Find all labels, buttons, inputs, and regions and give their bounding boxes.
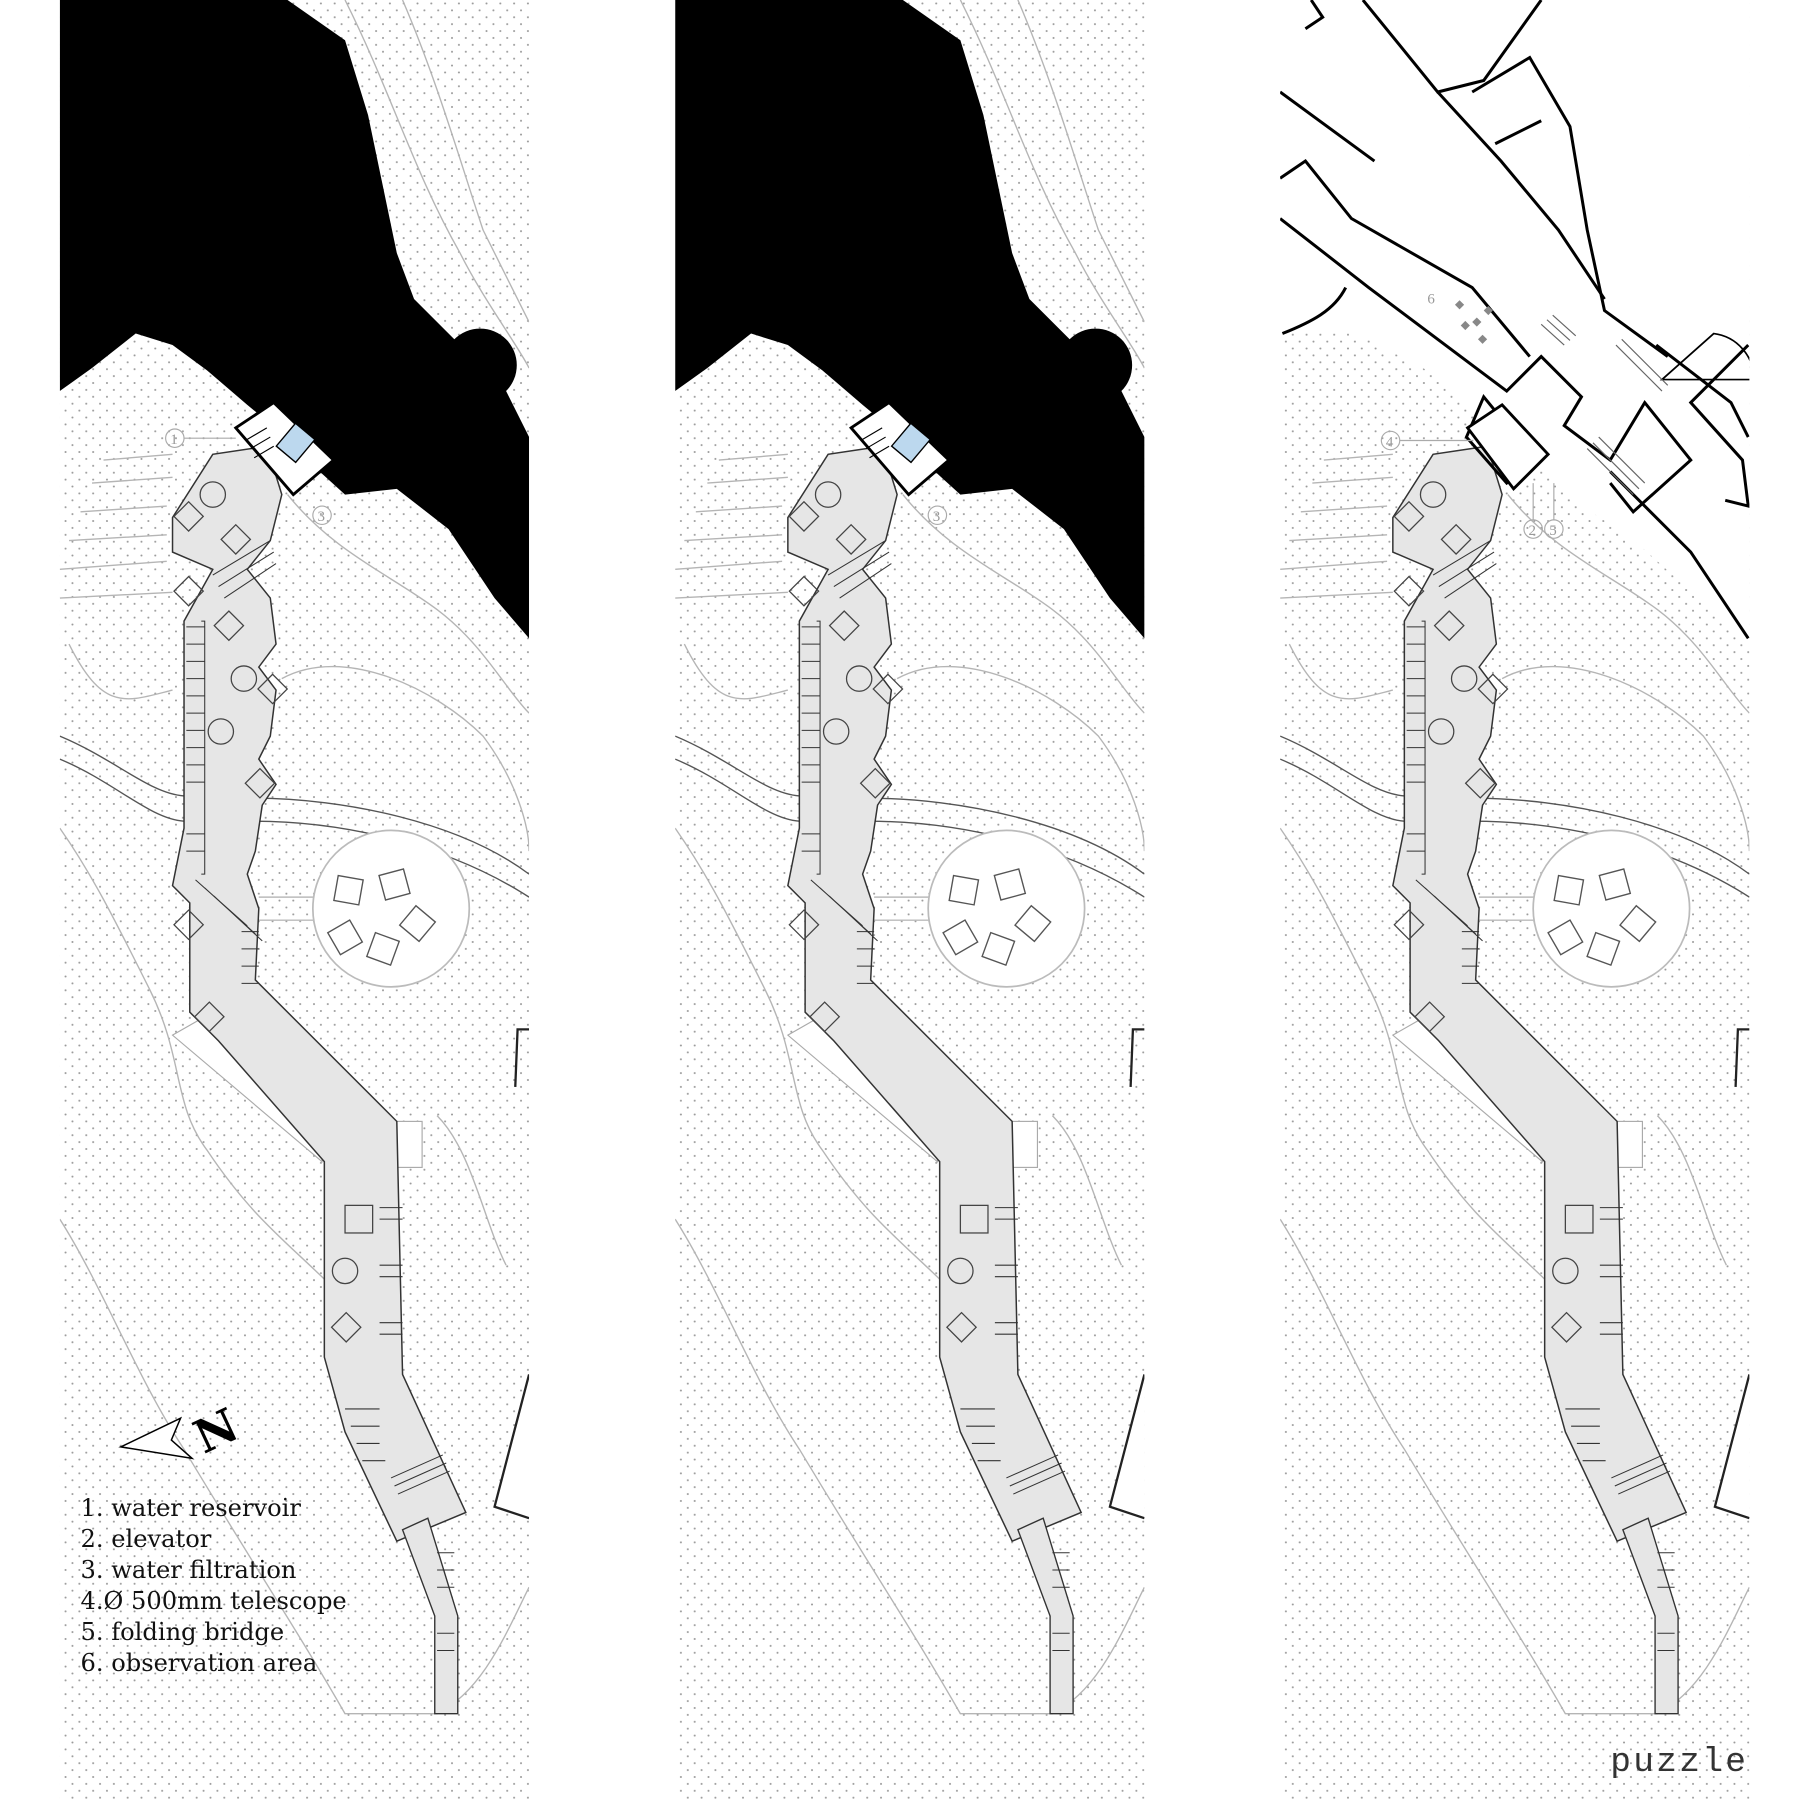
plan-panel-2: 3 [675,0,1145,1800]
plan-panel-3: 4 2 5 6 [1280,0,1750,1800]
callout-6: 6 [1427,292,1435,308]
watermark: puzzle [1610,1743,1748,1782]
callout-4: 4 [1386,434,1394,450]
callout-3: 3 [933,509,940,525]
legend-item: 5. folding bridge [81,1618,285,1646]
legend-item: 3. water filtration [81,1556,297,1584]
legend-item: 2. elevator [81,1525,212,1553]
legend: 1. water reservoir 2. elevator 3. water … [81,1494,347,1677]
legend-item: 4.Ø 500mm telescope [81,1587,347,1615]
legend-item: 6. observation area [81,1649,318,1677]
panel-1-callouts: 1 3 [165,428,332,526]
callout-2: 2 [1529,523,1536,539]
callout-1: 1 [170,432,177,448]
north-arrow-icon [118,1416,195,1460]
legend-item: 1. water reservoir [81,1494,302,1522]
callout-5: 5 [1549,523,1556,539]
callout-3: 3 [317,509,324,525]
